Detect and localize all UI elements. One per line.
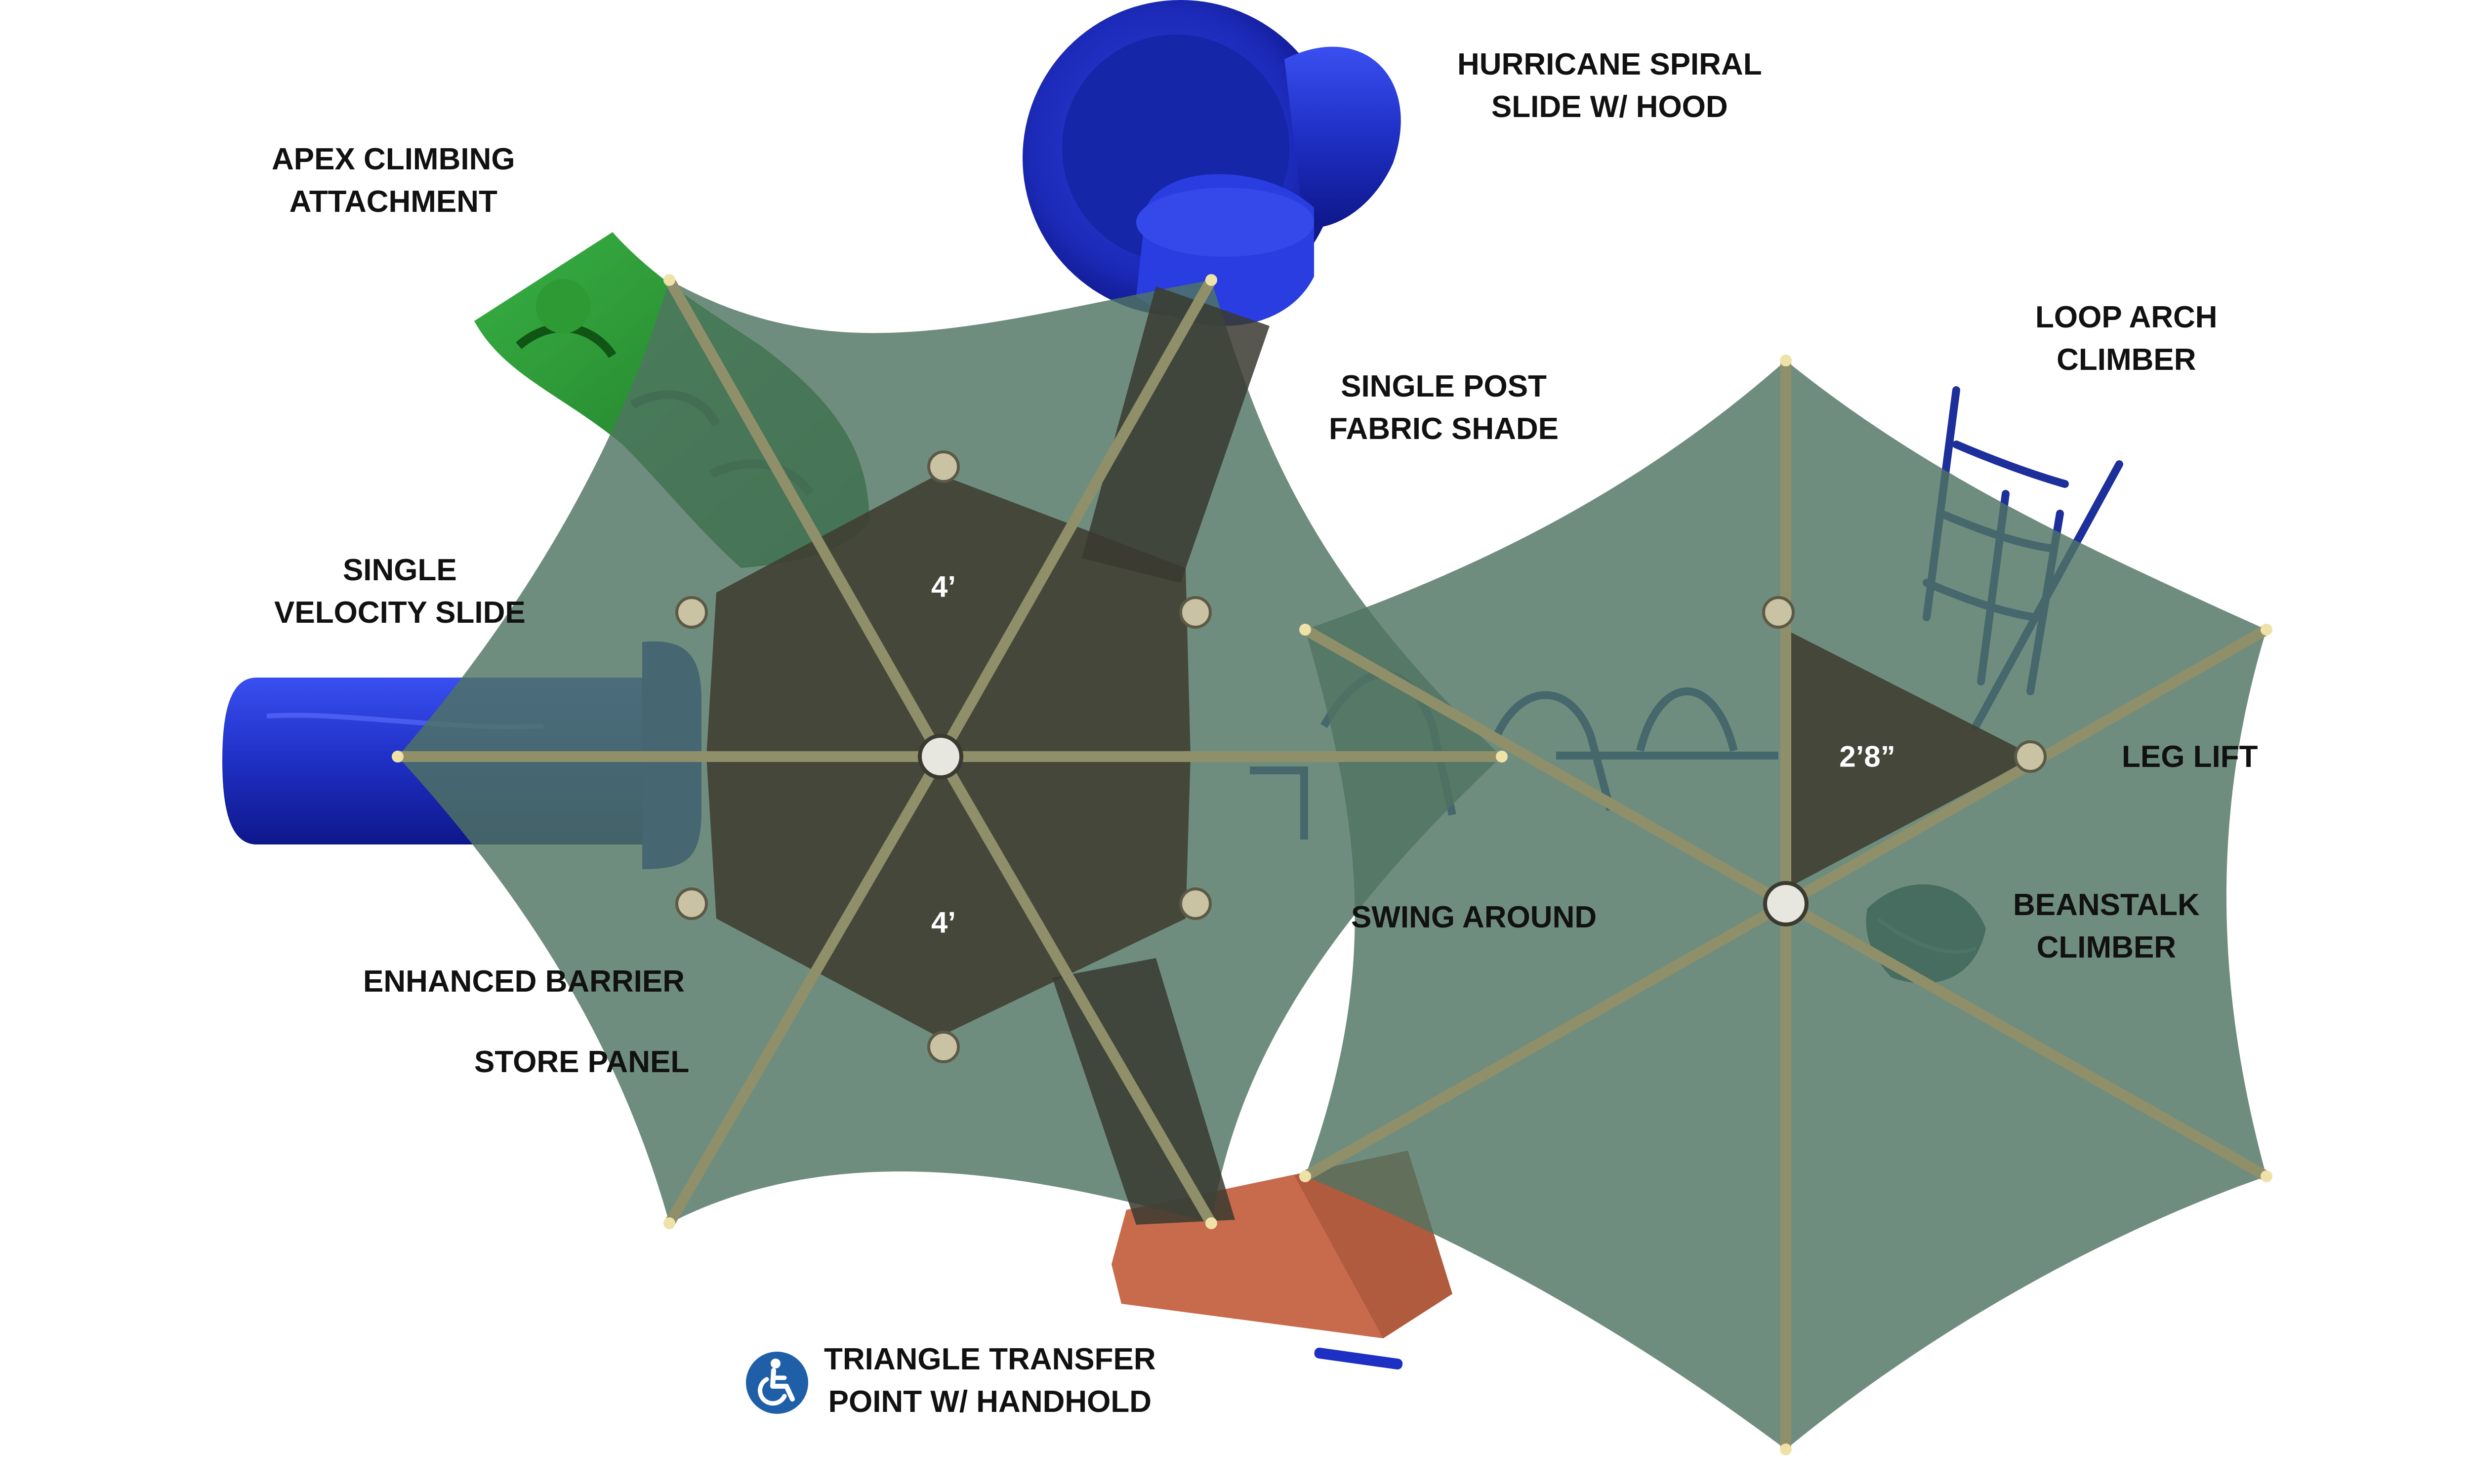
label-line: CLIMBER [2036,930,2177,964]
label-triangle-transfer-point: TRIANGLE TRANSFER POINT W/ HANDHOLD [824,1338,1156,1423]
label-line: STORE PANEL [474,1045,690,1079]
shade-hubs [918,734,1809,926]
label-line: SWING AROUND [1351,900,1597,934]
dimension-lower-deck: 4’ [931,906,956,939]
label-apex-climbing-attachment: APEX CLIMBING ATTACHMENT [272,138,515,223]
wheelchair-accessibility-icon [746,1352,808,1414]
label-line: SINGLE POST [1341,369,1547,403]
label-swing-around: SWING AROUND [1351,896,1597,939]
label-beanstalk-climber: BEANSTALK CLIMBER [2013,884,2200,969]
label-line: SLIDE W/ HOOD [1491,90,1728,124]
label-enhanced-barrier: ENHANCED BARRIER [363,961,685,1003]
dimension-upper-deck: 4’ [931,570,956,603]
label-line: SINGLE [342,553,457,587]
deck-ramp-upper [1082,286,1270,583]
label-line: CLIMBER [2057,343,2196,377]
label-line: VELOCITY SLIDE [274,596,526,630]
label-line: BEANSTALK [2013,888,2200,922]
label-leg-lift: LEG LIFT [2122,736,2258,778]
hurricane-spiral-slide [1023,0,1401,326]
dimension-triangle-deck: 2’8” [1839,740,1895,773]
label-line: LEG LIFT [2122,740,2258,774]
deck-lower [706,757,1191,1037]
label-line: TRIANGLE TRANSFER [824,1342,1156,1376]
label-single-velocity-slide: SINGLE VELOCITY SLIDE [274,549,526,634]
label-line: ENHANCED BARRIER [363,964,685,999]
label-line: LOOP ARCH [2035,300,2218,334]
label-loop-arch-climber: LOOP ARCH CLIMBER [2035,296,2218,381]
label-line: HURRICANE SPIRAL [1457,47,1762,81]
deck-triangle [1786,630,2035,889]
label-line: APEX CLIMBING [272,142,515,176]
rafter-tips [392,274,2272,1455]
label-line: ATTACHMENT [289,185,497,219]
label-line: FABRIC SHADE [1329,412,1559,446]
deck-posts [675,450,2047,1063]
label-single-post-fabric-shade: SINGLE POST FABRIC SHADE [1329,365,1559,450]
label-store-panel: STORE PANEL [474,1041,689,1083]
label-line: POINT W/ HANDHOLD [828,1385,1152,1419]
deck-upper [706,474,1191,757]
label-hurricane-spiral-slide: HURRICANE SPIRAL SLIDE W/ HOOD [1457,43,1762,128]
